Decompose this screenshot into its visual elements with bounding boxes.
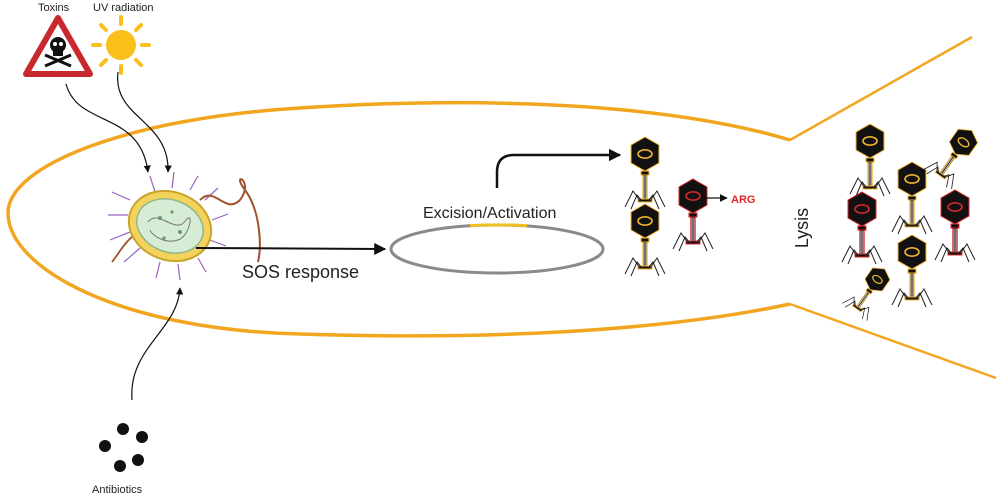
bacteriophage-icon xyxy=(840,120,987,323)
skull-crossbones-warning-icon xyxy=(23,15,93,77)
bacteriophage-icon xyxy=(624,136,714,277)
uv-arrow xyxy=(117,71,172,173)
excision-activation-label: Excision/Activation xyxy=(423,205,556,222)
toxins-arrow xyxy=(65,83,151,173)
tail-upper-line xyxy=(789,35,973,142)
pill-dots-icon xyxy=(99,423,148,472)
antibiotics-arrow xyxy=(131,287,184,401)
antibiotics-label: Antibiotics xyxy=(92,484,143,496)
lysis-label: Lysis xyxy=(792,208,812,248)
sos-response-arrow xyxy=(195,242,387,255)
sun-icon xyxy=(91,15,151,75)
tail-lower-line xyxy=(789,302,997,380)
sos-response-label: SOS response xyxy=(242,262,359,282)
bacterium-cell-icon xyxy=(108,171,261,281)
excision-bent-arrow xyxy=(495,148,622,188)
fish-outline xyxy=(6,100,791,338)
uv-radiation-label: UV radiation xyxy=(93,2,154,14)
arg-label: ARG xyxy=(731,194,755,206)
toxins-label: Toxins xyxy=(38,2,70,14)
circular-dna-icon xyxy=(389,223,605,275)
